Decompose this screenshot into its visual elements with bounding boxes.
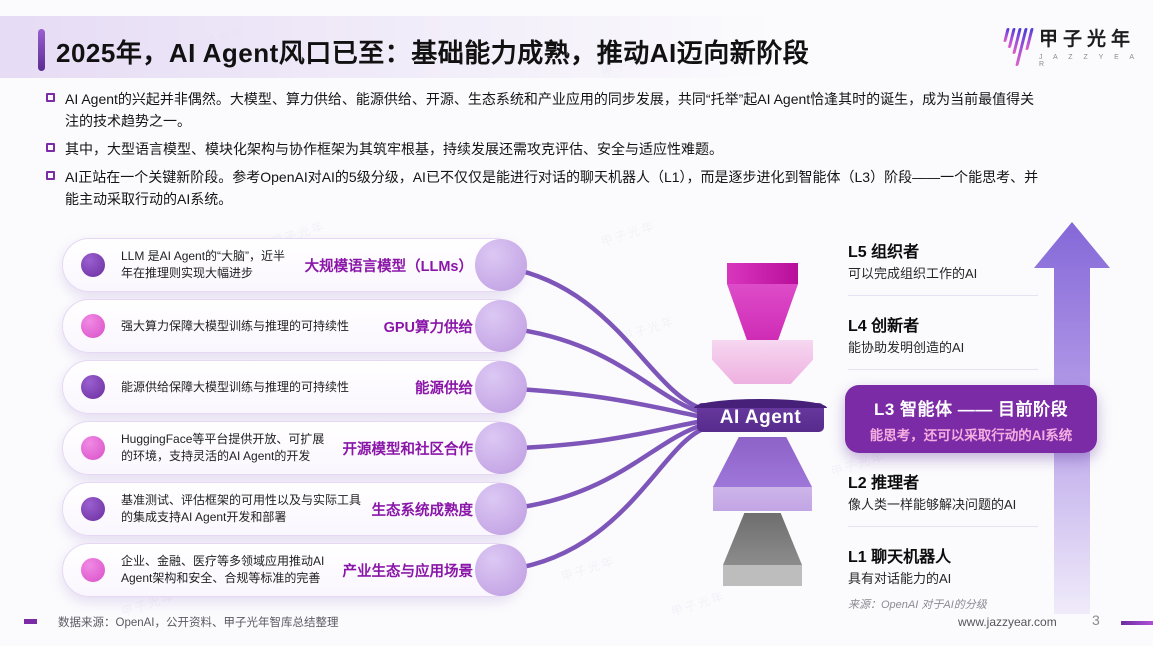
factor-desc: 强大算力保障大模型训练与推理的可持续性 (121, 318, 350, 333)
connector-node-icon (475, 544, 527, 596)
footer-corner-line (1121, 621, 1153, 625)
summary-bullets: AI Agent的兴起并非偶然。大模型、算力供给、能源供给、开源、生态系统和产业… (46, 88, 1046, 217)
level-l3-highlight-box: L3 智能体 —— 目前阶段 能思考，还可以采取行动的AI系统 (845, 385, 1097, 453)
factor-pill-opensource: HuggingFace等平台提供开放、可扩展的环境，支持灵活的AI Agent的… (62, 421, 527, 475)
factor-desc: 基准测试、评估框架的可用性以及与实际工具的集成支持AI Agent开发和部署 (121, 493, 362, 524)
footer-dash-icon (24, 619, 37, 624)
factor-dot-icon (81, 436, 105, 460)
funnel-top-block (727, 263, 798, 284)
bullet-item: AI Agent的兴起并非偶然。大模型、算力供给、能源供给、开源、生态系统和产业… (46, 88, 1046, 132)
factor-dot-icon (81, 558, 105, 582)
level-l4-title: L4 创新者 (848, 318, 920, 335)
level-l5-title: L5 组织者 (848, 244, 920, 261)
factor-pill-gpu: 强大算力保障大模型训练与推理的可持续性 GPU算力供给 (62, 299, 527, 353)
connector-node-icon (475, 239, 527, 291)
level-divider (848, 526, 1038, 527)
title-highlight-band (0, 16, 780, 78)
page-title: 2025年，AI Agent风口已至：基础能力成熟，推动AI迈向新阶段 (56, 38, 810, 68)
logo-name: 甲子光年 (1039, 29, 1136, 50)
connector-node-icon (475, 422, 527, 474)
level-divider (848, 295, 1038, 296)
level-l3-desc: 能思考，还可以采取行动的AI系统 (869, 427, 1073, 443)
bullet-text: AI Agent的兴起并非偶然。大模型、算力供给、能源供给、开源、生态系统和产业… (65, 91, 1035, 130)
footer-data-source: 数据来源：OpenAI，公开资料、甲子光年智库总结整理 (58, 617, 339, 629)
footer-page-number: 3 (1092, 612, 1100, 628)
connector-node-icon (475, 483, 527, 535)
funnel-gray-band (723, 565, 802, 586)
ai-agent-ribbon: AI Agent (694, 399, 827, 432)
watermark: 甲子光年 (559, 553, 617, 585)
level-l2-title: L2 推理者 (848, 475, 920, 492)
funnel-gray-cone (723, 513, 802, 565)
title-accent-bar (38, 29, 45, 71)
funnel-top-cone (727, 284, 798, 340)
funnel-pink-platform (712, 340, 813, 384)
bullet-text: 其中，大型语言模型、模块化架构与协作框架为其筑牢根基，持续发展还需攻克评估、安全… (65, 141, 723, 158)
bullet-square-icon (46, 171, 55, 181)
connector-node-icon (475, 300, 527, 352)
factor-label: 生态系统成熟度 (371, 502, 474, 519)
factor-label: 大规模语言模型（LLMs） (304, 258, 473, 275)
factor-label: 能源供给 (415, 380, 473, 397)
level-l5-desc: 可以完成组织工作的AI (848, 266, 978, 281)
funnel-purple-band (713, 487, 812, 511)
bullet-item: AI正站在一个关键新阶段。参考OpenAI对AI的5级分级，AI已不仅仅是能进行… (46, 166, 1046, 210)
level-l1-desc: 具有对话能力的AI (848, 571, 952, 586)
factor-pill-energy: 能源供给保障大模型训练与推理的可持续性 能源供给 (62, 360, 527, 414)
level-l4-desc: 能协助发明创造的AI (848, 340, 965, 355)
factor-pill-llm: LLM 是AI Agent的“大脑”，近半年在推理则实现大幅进步 大规模语言模型… (62, 238, 527, 292)
footer-website-link[interactable]: www.jazzyear.com (958, 615, 1057, 629)
factor-desc: HuggingFace等平台提供开放、可扩展的环境，支持灵活的AI Agent的… (121, 432, 325, 463)
jazzyear-logo-icon (997, 28, 1034, 66)
factor-desc: 企业、金融、医疗等多领域应用推动AI Agent架构和安全、合规等标准的完善 (121, 554, 325, 585)
bullet-text: AI正站在一个关键新阶段。参考OpenAI对AI的5级分级，AI已不仅仅是能进行… (65, 169, 1039, 208)
levels-source-note: 来源：OpenAI 对于AI的分级 (848, 599, 987, 611)
factor-label: 产业生态与应用场景 (342, 563, 474, 580)
watermark: 甲子光年 (599, 218, 657, 250)
level-l2-desc: 像人类一样能够解决问题的AI (848, 497, 1017, 512)
factor-pill-ecosystem: 基准测试、评估框架的可用性以及与实际工具的集成支持AI Agent开发和部署 生… (62, 482, 527, 536)
level-l1-title: L1 聊天机器人 (848, 549, 952, 566)
factor-label: 开源模型和社区合作 (342, 441, 474, 458)
factor-desc: 能源供给保障大模型训练与推理的可持续性 (121, 379, 350, 394)
factor-label: GPU算力供给 (383, 319, 473, 336)
factor-dot-icon (81, 497, 105, 521)
bullet-square-icon (46, 143, 55, 153)
factor-dot-icon (81, 253, 105, 277)
factor-pill-industry: 企业、金融、医疗等多领域应用推动AI Agent架构和安全、合规等标准的完善 产… (62, 543, 527, 597)
bullet-item: 其中，大型语言模型、模块化架构与协作框架为其筑牢根基，持续发展还需攻克评估、安全… (46, 138, 1046, 160)
level-l3-title: L3 智能体 —— 目前阶段 (873, 399, 1068, 419)
level-divider (848, 369, 1038, 370)
factor-dot-icon (81, 375, 105, 399)
bullet-square-icon (46, 93, 55, 102)
logo-latin: J A Z Z Y E A R (1039, 54, 1139, 68)
watermark: 甲子光年 (619, 313, 677, 345)
watermark: 甲子光年 (669, 588, 727, 620)
ai-agent-label: AI Agent (719, 406, 802, 428)
funnel-purple-cone (713, 437, 812, 487)
factor-desc: LLM 是AI Agent的“大脑”，近半年在推理则实现大幅进步 (121, 249, 286, 280)
jazzyear-logo: 甲子光年 J A Z Z Y E A R (1002, 24, 1153, 68)
connector-node-icon (475, 361, 527, 413)
factor-dot-icon (81, 314, 105, 338)
